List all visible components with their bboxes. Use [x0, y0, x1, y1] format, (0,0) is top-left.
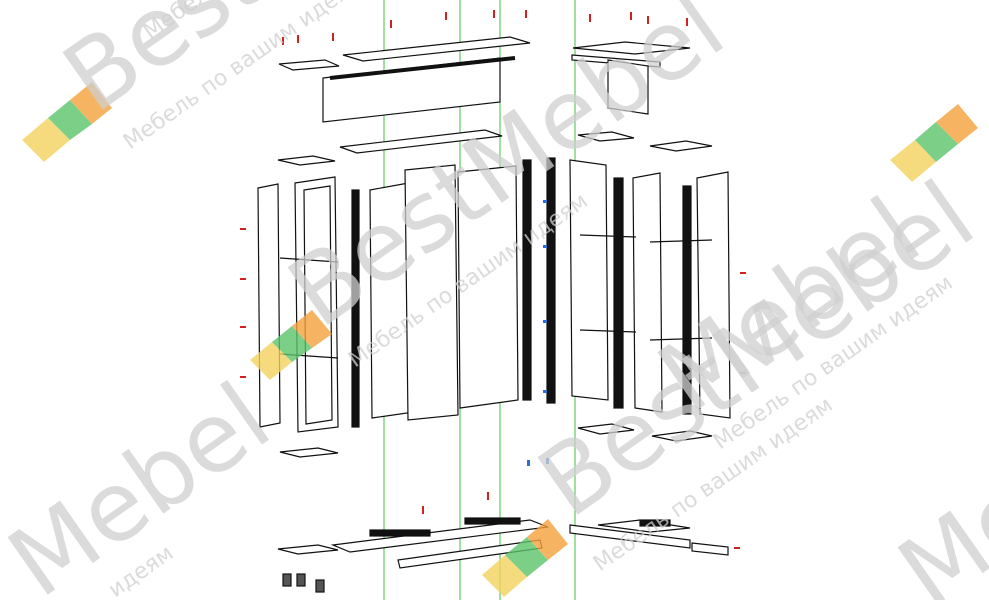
shelf-edge — [579, 329, 637, 333]
door-panel — [404, 164, 459, 421]
fastener — [543, 200, 547, 203]
fastener — [240, 278, 246, 280]
post — [546, 157, 556, 404]
post — [351, 189, 360, 428]
fastener — [422, 506, 424, 514]
logo-mark-icon — [272, 326, 312, 362]
shelf-edge — [279, 257, 339, 263]
leg-plate — [369, 529, 431, 537]
post — [682, 185, 692, 415]
fastener — [527, 460, 530, 466]
shelf-edge — [579, 234, 637, 238]
fastener — [647, 16, 649, 24]
logo-mark-icon — [292, 310, 332, 348]
leg-plate — [639, 519, 671, 527]
shelf-top-mid — [339, 129, 503, 154]
logo-mark-icon — [527, 519, 568, 560]
logo-mark-icon — [890, 140, 936, 182]
logo-mark-icon — [22, 118, 70, 162]
fastener — [332, 33, 334, 41]
top-panels — [278, 36, 691, 154]
bottom-plate — [577, 423, 635, 435]
small-panel — [577, 131, 635, 142]
door-panel — [457, 165, 519, 409]
fastener — [240, 228, 246, 230]
logo-mark-icon — [48, 100, 92, 140]
logo-mark-icon — [915, 122, 958, 162]
shelf-edge — [649, 239, 713, 243]
fastener — [543, 245, 547, 248]
fastener — [740, 372, 746, 374]
post — [613, 177, 624, 409]
watermark-logo — [22, 82, 978, 597]
logo-mark-icon — [505, 537, 548, 577]
base-trim — [277, 544, 339, 555]
fastener — [445, 12, 447, 20]
fastener — [240, 376, 246, 378]
foot — [315, 579, 325, 593]
fastener — [240, 326, 246, 328]
watermark-brand-short: Mebel — [879, 372, 989, 600]
plinth — [691, 542, 729, 556]
fastener — [487, 492, 489, 500]
side-panel — [257, 183, 281, 428]
fastener — [734, 547, 740, 549]
fasteners — [240, 10, 746, 549]
logo-mark-icon — [482, 555, 527, 597]
fastener — [589, 14, 591, 22]
fastener — [686, 18, 688, 26]
fastener — [546, 458, 549, 464]
fastener — [525, 10, 527, 18]
foot — [296, 573, 306, 587]
logo-mark-icon — [70, 82, 112, 124]
fastener — [390, 20, 392, 28]
back-panel-right-top — [607, 59, 649, 115]
leg-plate — [464, 517, 521, 525]
door-panel — [569, 159, 609, 401]
top-trim-left — [278, 59, 340, 71]
small-panel — [277, 155, 336, 166]
base-section — [277, 517, 729, 593]
fastener — [630, 12, 632, 20]
fastener — [493, 10, 495, 18]
top-panel-right — [572, 41, 691, 55]
fastener — [282, 37, 284, 45]
shelf-edge — [649, 337, 713, 341]
plinth — [569, 524, 691, 549]
logo-mark-icon — [936, 104, 978, 144]
top-panel-left — [342, 36, 531, 62]
foot — [282, 573, 292, 587]
door-panel — [632, 172, 663, 413]
fastener — [297, 35, 299, 43]
door-panel — [696, 171, 731, 419]
bottom-plate — [651, 430, 713, 442]
fastener — [543, 320, 547, 323]
bottom-plate — [279, 447, 339, 458]
fastener — [543, 390, 547, 393]
rail — [329, 56, 516, 80]
post — [522, 159, 532, 401]
small-panel — [649, 140, 713, 152]
fastener — [740, 272, 746, 274]
